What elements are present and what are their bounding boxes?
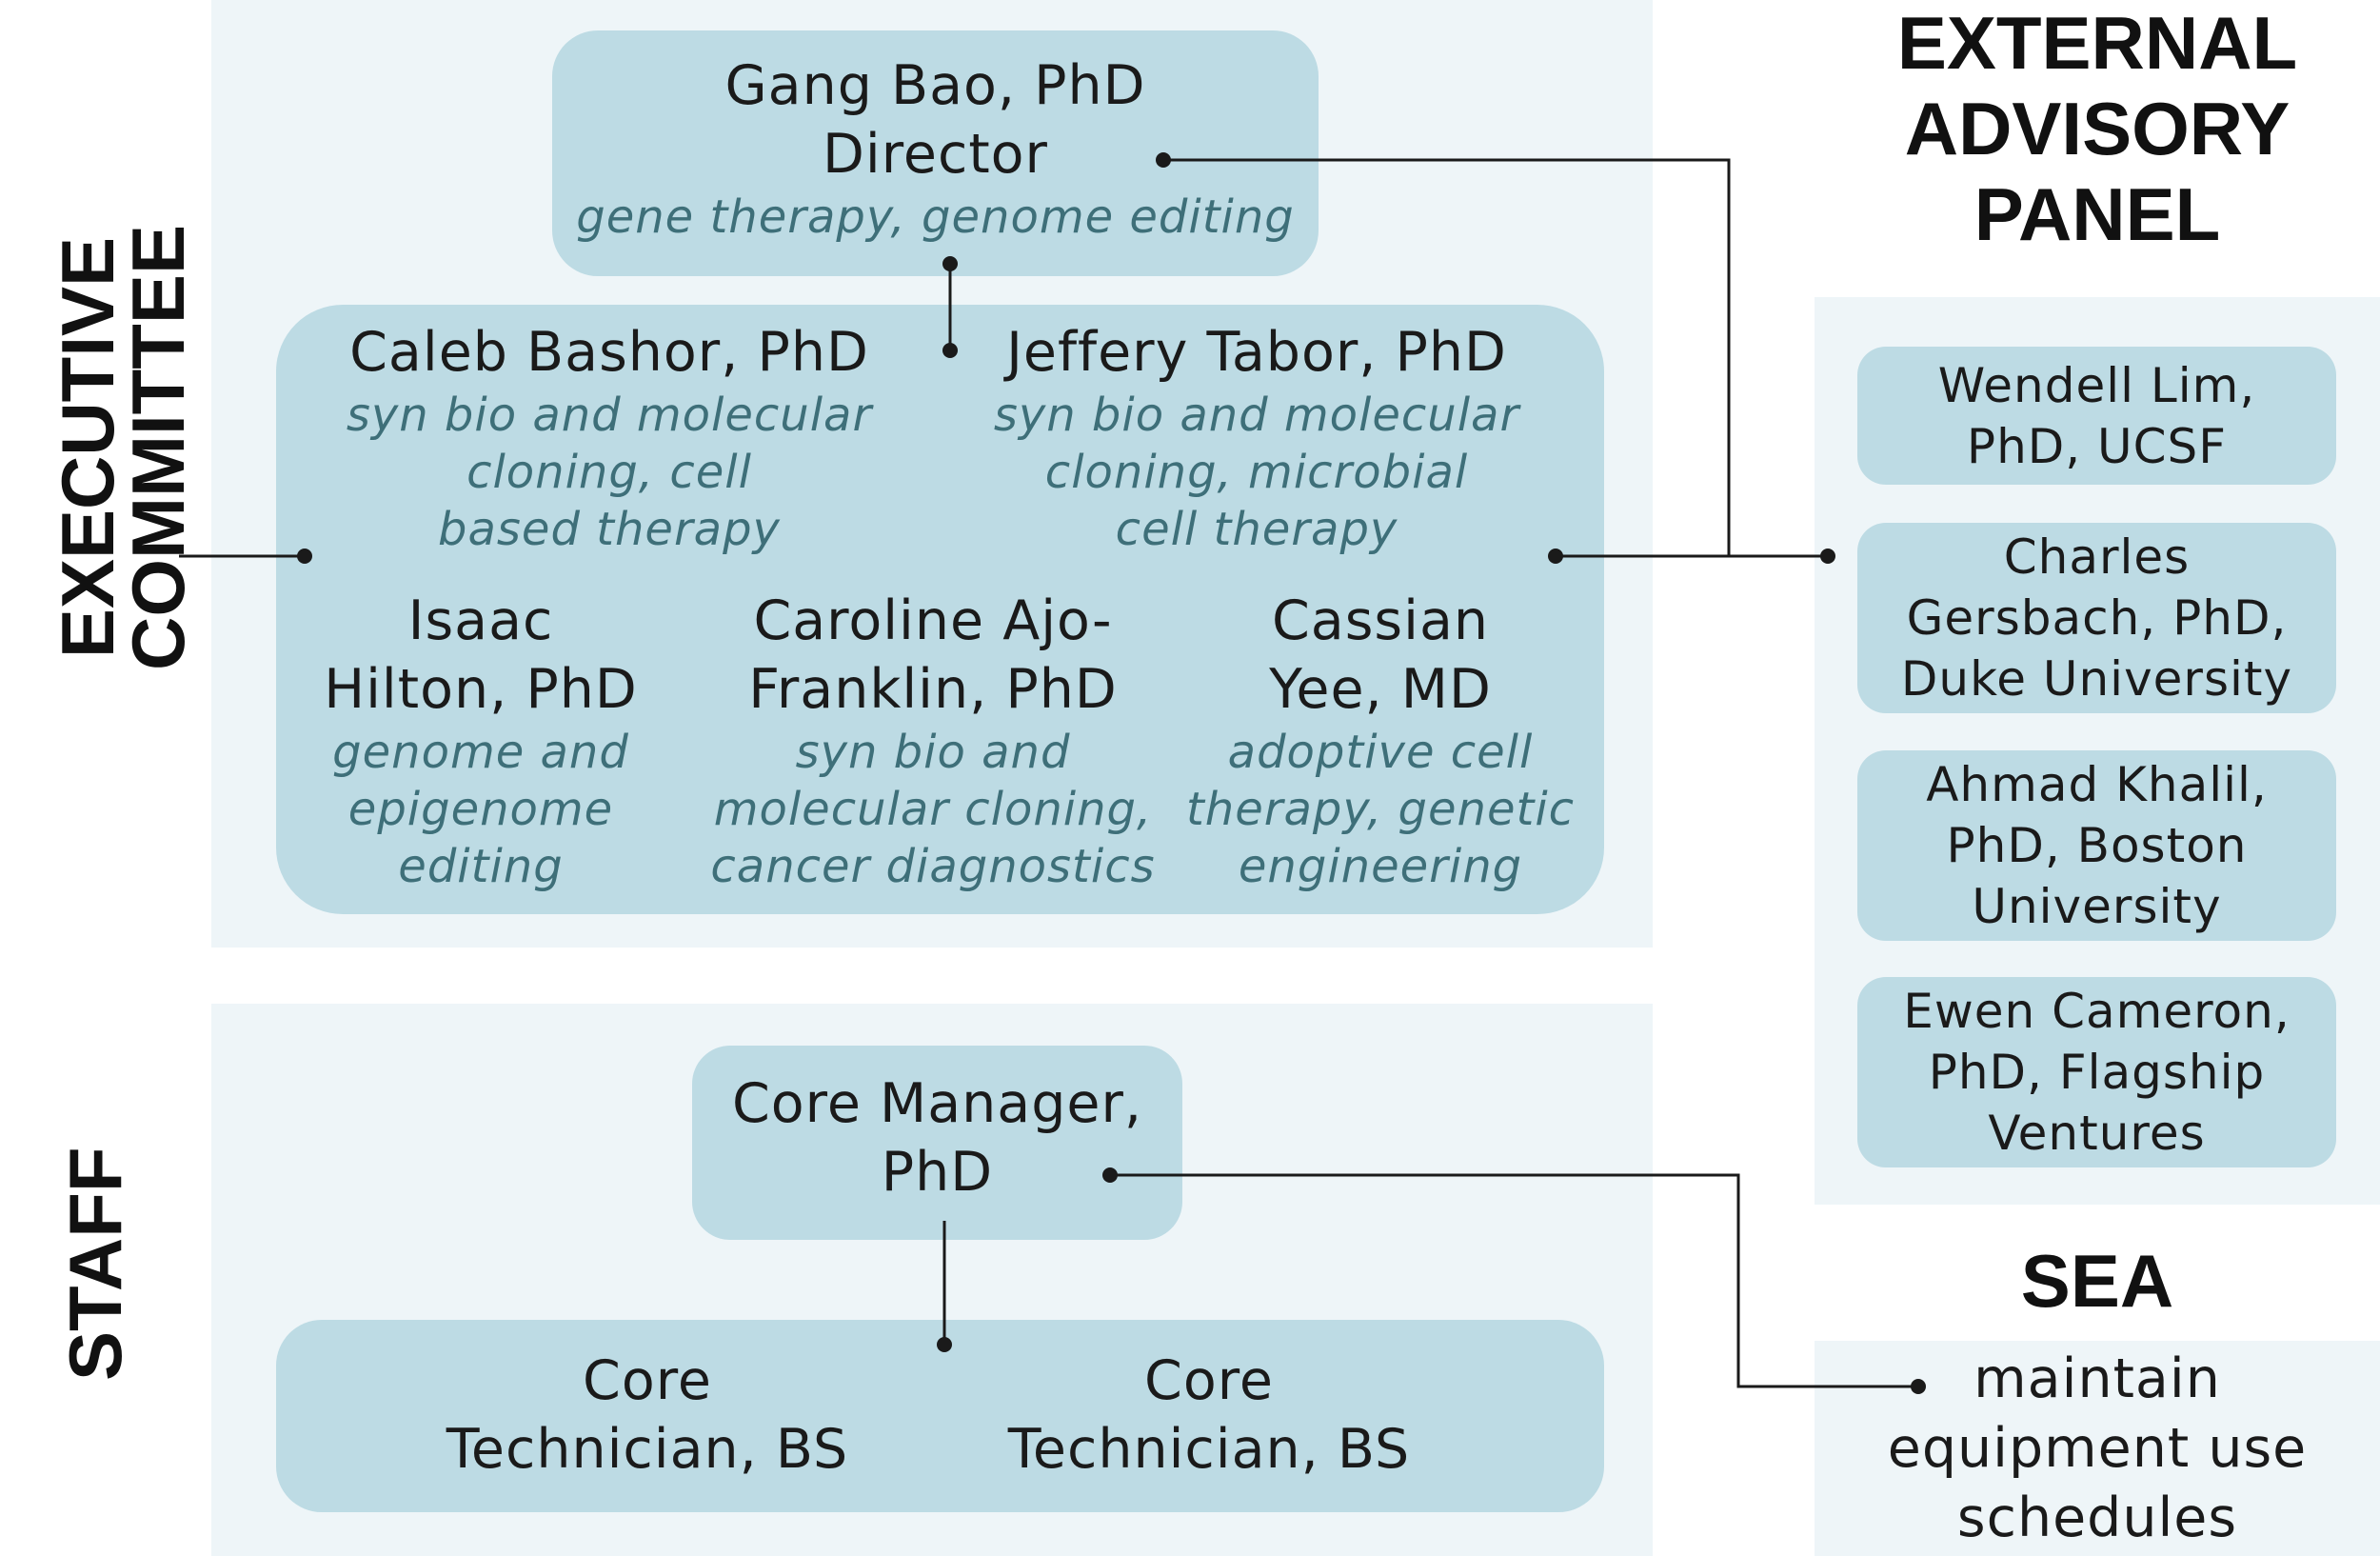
member-name: Caroline Ajo- Franklin, PhD — [748, 589, 1118, 721]
member-name: Cassian Yee, MD — [1269, 589, 1492, 721]
director-title: Director — [823, 123, 1048, 186]
member-card-bashor: Caleb Bashor, PhD syn bio and molecular … — [314, 318, 904, 558]
advisor-box: Ahmad Khalil, PhD, Boston University — [1857, 750, 2336, 941]
advisor-box: Charles Gersbach, PhD, Duke University — [1857, 523, 2336, 713]
member-name: Isaac Hilton, PhD — [324, 589, 638, 721]
advisory-heading: EXTERNAL ADVISORY PANEL — [1896, 1, 2298, 256]
member-card-tabor: Jeffery Tabor, PhD syn bio and molecular… — [962, 318, 1552, 558]
director-box: Gang Bao, PhD Director gene therapy, gen… — [552, 30, 1319, 276]
member-specialty: genome and epigenome editing — [332, 726, 629, 893]
advisor-box: Wendell Lim, PhD, UCSF — [1857, 347, 2336, 485]
member-card-hilton: Isaac Hilton, PhD genome and epigenome e… — [305, 587, 657, 895]
technicians-box: Core Technician, BS Core Technician, BS — [276, 1320, 1604, 1512]
member-card-yee: Cassian Yee, MD adoptive cell therapy, g… — [1180, 587, 1580, 895]
executive-committee-label: EXECUTIVE COMMITTEE — [46, 225, 200, 670]
member-card-ajo-franklin: Caroline Ajo- Franklin, PhD syn bio and … — [685, 587, 1180, 895]
director-name: Gang Bao, PhD — [724, 54, 1146, 117]
member-specialty: syn bio and molecular cloning, cell base… — [346, 389, 873, 556]
staff-label: STAFF — [53, 1147, 137, 1381]
director-specialty: gene therapy, genome editing — [576, 190, 1295, 244]
member-name: Jeffery Tabor, PhD — [1006, 321, 1507, 384]
member-specialty: adoptive cell therapy, genetic engineeri… — [1185, 726, 1576, 893]
core-technician-label: Core Technician, BS — [1007, 1349, 1411, 1481]
sea-task-text: maintain equipment use schedules — [1887, 1347, 2308, 1549]
executive-committee-heading: EXECUTIVE COMMITTEE — [46, 162, 200, 733]
core-manager-box: Core Manager, PhD — [692, 1046, 1182, 1240]
member-specialty: syn bio and molecular cloning, microbial… — [993, 389, 1520, 556]
core-manager-label: Core Manager, PhD — [731, 1072, 1142, 1204]
staff-heading: STAFF — [52, 1147, 138, 1381]
member-specialty: syn bio and molecular cloning, cancer di… — [710, 726, 1156, 893]
director-card: Gang Bao, PhD Director gene therapy, gen… — [552, 51, 1319, 246]
sea-heading: SEA — [2020, 1239, 2174, 1323]
advisor-box: Ewen Cameron, PhD, Flagship Ventures — [1857, 977, 2336, 1167]
member-name: Caleb Bashor, PhD — [349, 321, 869, 384]
core-technician-label: Core Technician, BS — [446, 1349, 849, 1481]
